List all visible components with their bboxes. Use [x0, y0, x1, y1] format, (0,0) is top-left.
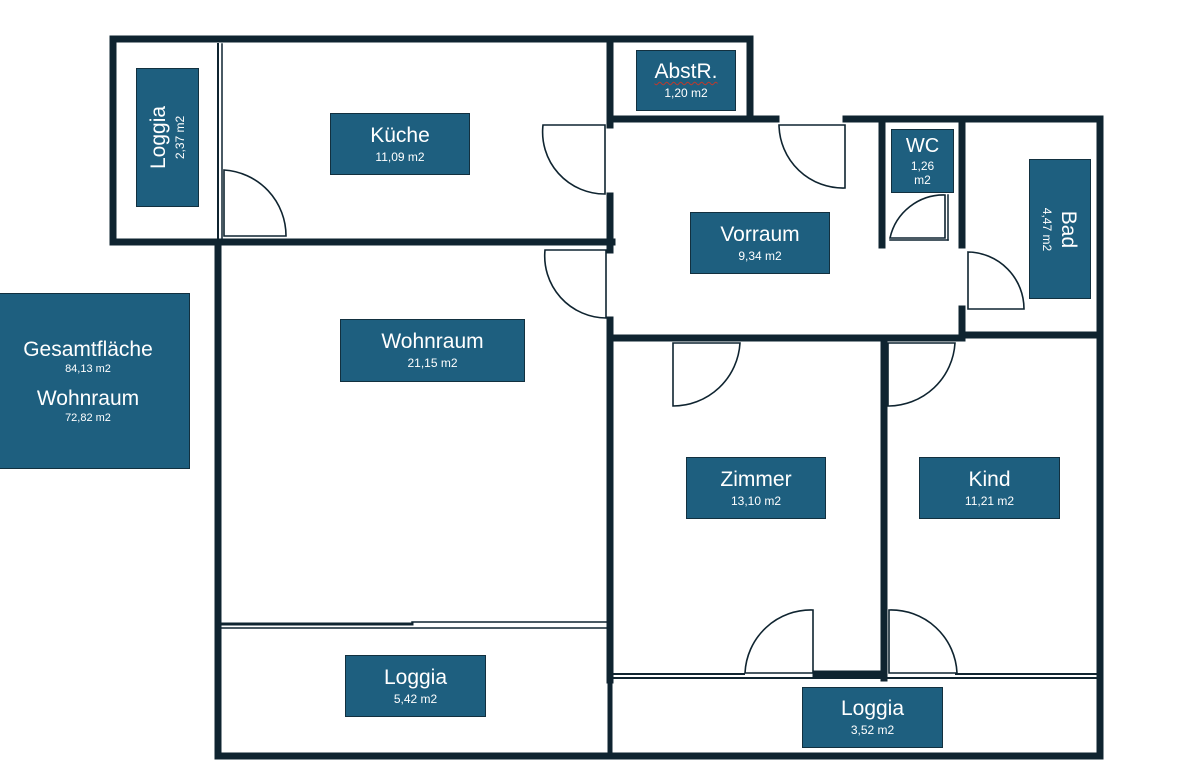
doors: [223, 124, 1025, 674]
room-name: Zimmer: [720, 467, 792, 491]
room-label-loggia-right: Loggia 3,52 m2: [802, 687, 943, 748]
room-area: 4,47 m2: [1040, 207, 1055, 251]
room-name: Loggia: [383, 665, 448, 689]
room-area: 3,52 m2: [850, 723, 895, 738]
door-swing: [888, 609, 958, 674]
total-area-summary: Gesamtfläche 84,13 m2 Wohnraum 72,82 m2: [0, 293, 190, 469]
room-label-vorraum: Vorraum 9,34 m2: [690, 212, 830, 274]
room-label-kueche: Küche 11,09 m2: [330, 113, 470, 175]
room-label-wc: WC 1,26 m2: [891, 129, 954, 193]
room-name: Kind: [968, 467, 1011, 491]
door-swing: [889, 194, 946, 239]
total-area-label: Gesamtfläche: [23, 337, 153, 361]
room-label-abstr: AbstR. 1,20 m2: [636, 50, 736, 111]
room-area: 2,37 m2: [173, 115, 188, 160]
door-swing: [223, 169, 287, 237]
room-area: 9,34 m2: [738, 248, 782, 263]
room-name: Wohnraum: [381, 330, 484, 354]
room-name: WC: [905, 134, 940, 157]
room-area: 1,26 m2: [910, 158, 935, 187]
room-area: 21,15 m2: [407, 356, 458, 371]
total-area-value: 84,13 m2: [65, 363, 111, 375]
door-swing: [541, 124, 606, 195]
door-swing: [543, 249, 607, 319]
room-label-loggia-bottom: Loggia 5,42 m2: [345, 655, 486, 717]
living-area-value: 72,82 m2: [65, 412, 111, 425]
room-area: 5,42 m2: [393, 691, 438, 706]
room-area: 11,09 m2: [375, 149, 425, 164]
room-area: 1,20 m2: [664, 86, 708, 101]
room-label-wohnraum: Wohnraum 21,15 m2: [340, 319, 525, 382]
room-label-kind: Kind 11,21 m2: [919, 457, 1060, 519]
room-name: Bad: [1057, 210, 1081, 248]
walls: [109, 35, 1104, 760]
door-swing: [887, 342, 956, 407]
room-name: AbstR.: [654, 60, 718, 84]
room-name: Loggia: [147, 105, 171, 170]
room-name: Küche: [370, 123, 430, 147]
room-label-loggia-left: Loggia 2,37 m2: [136, 68, 199, 207]
room-name: Loggia: [840, 697, 905, 721]
door-swing: [672, 342, 741, 407]
room-label-zimmer: Zimmer 13,10 m2: [686, 457, 826, 519]
door-swing: [967, 251, 1025, 310]
living-area-label: Wohnraum: [36, 387, 140, 410]
door-swing: [778, 124, 846, 189]
room-label-bad: Bad 4,47 m2: [1029, 159, 1091, 299]
door-swing: [744, 609, 814, 674]
room-area: 13,10 m2: [730, 493, 782, 508]
room-area: 11,21 m2: [964, 493, 1015, 508]
room-name: Vorraum: [720, 222, 800, 246]
